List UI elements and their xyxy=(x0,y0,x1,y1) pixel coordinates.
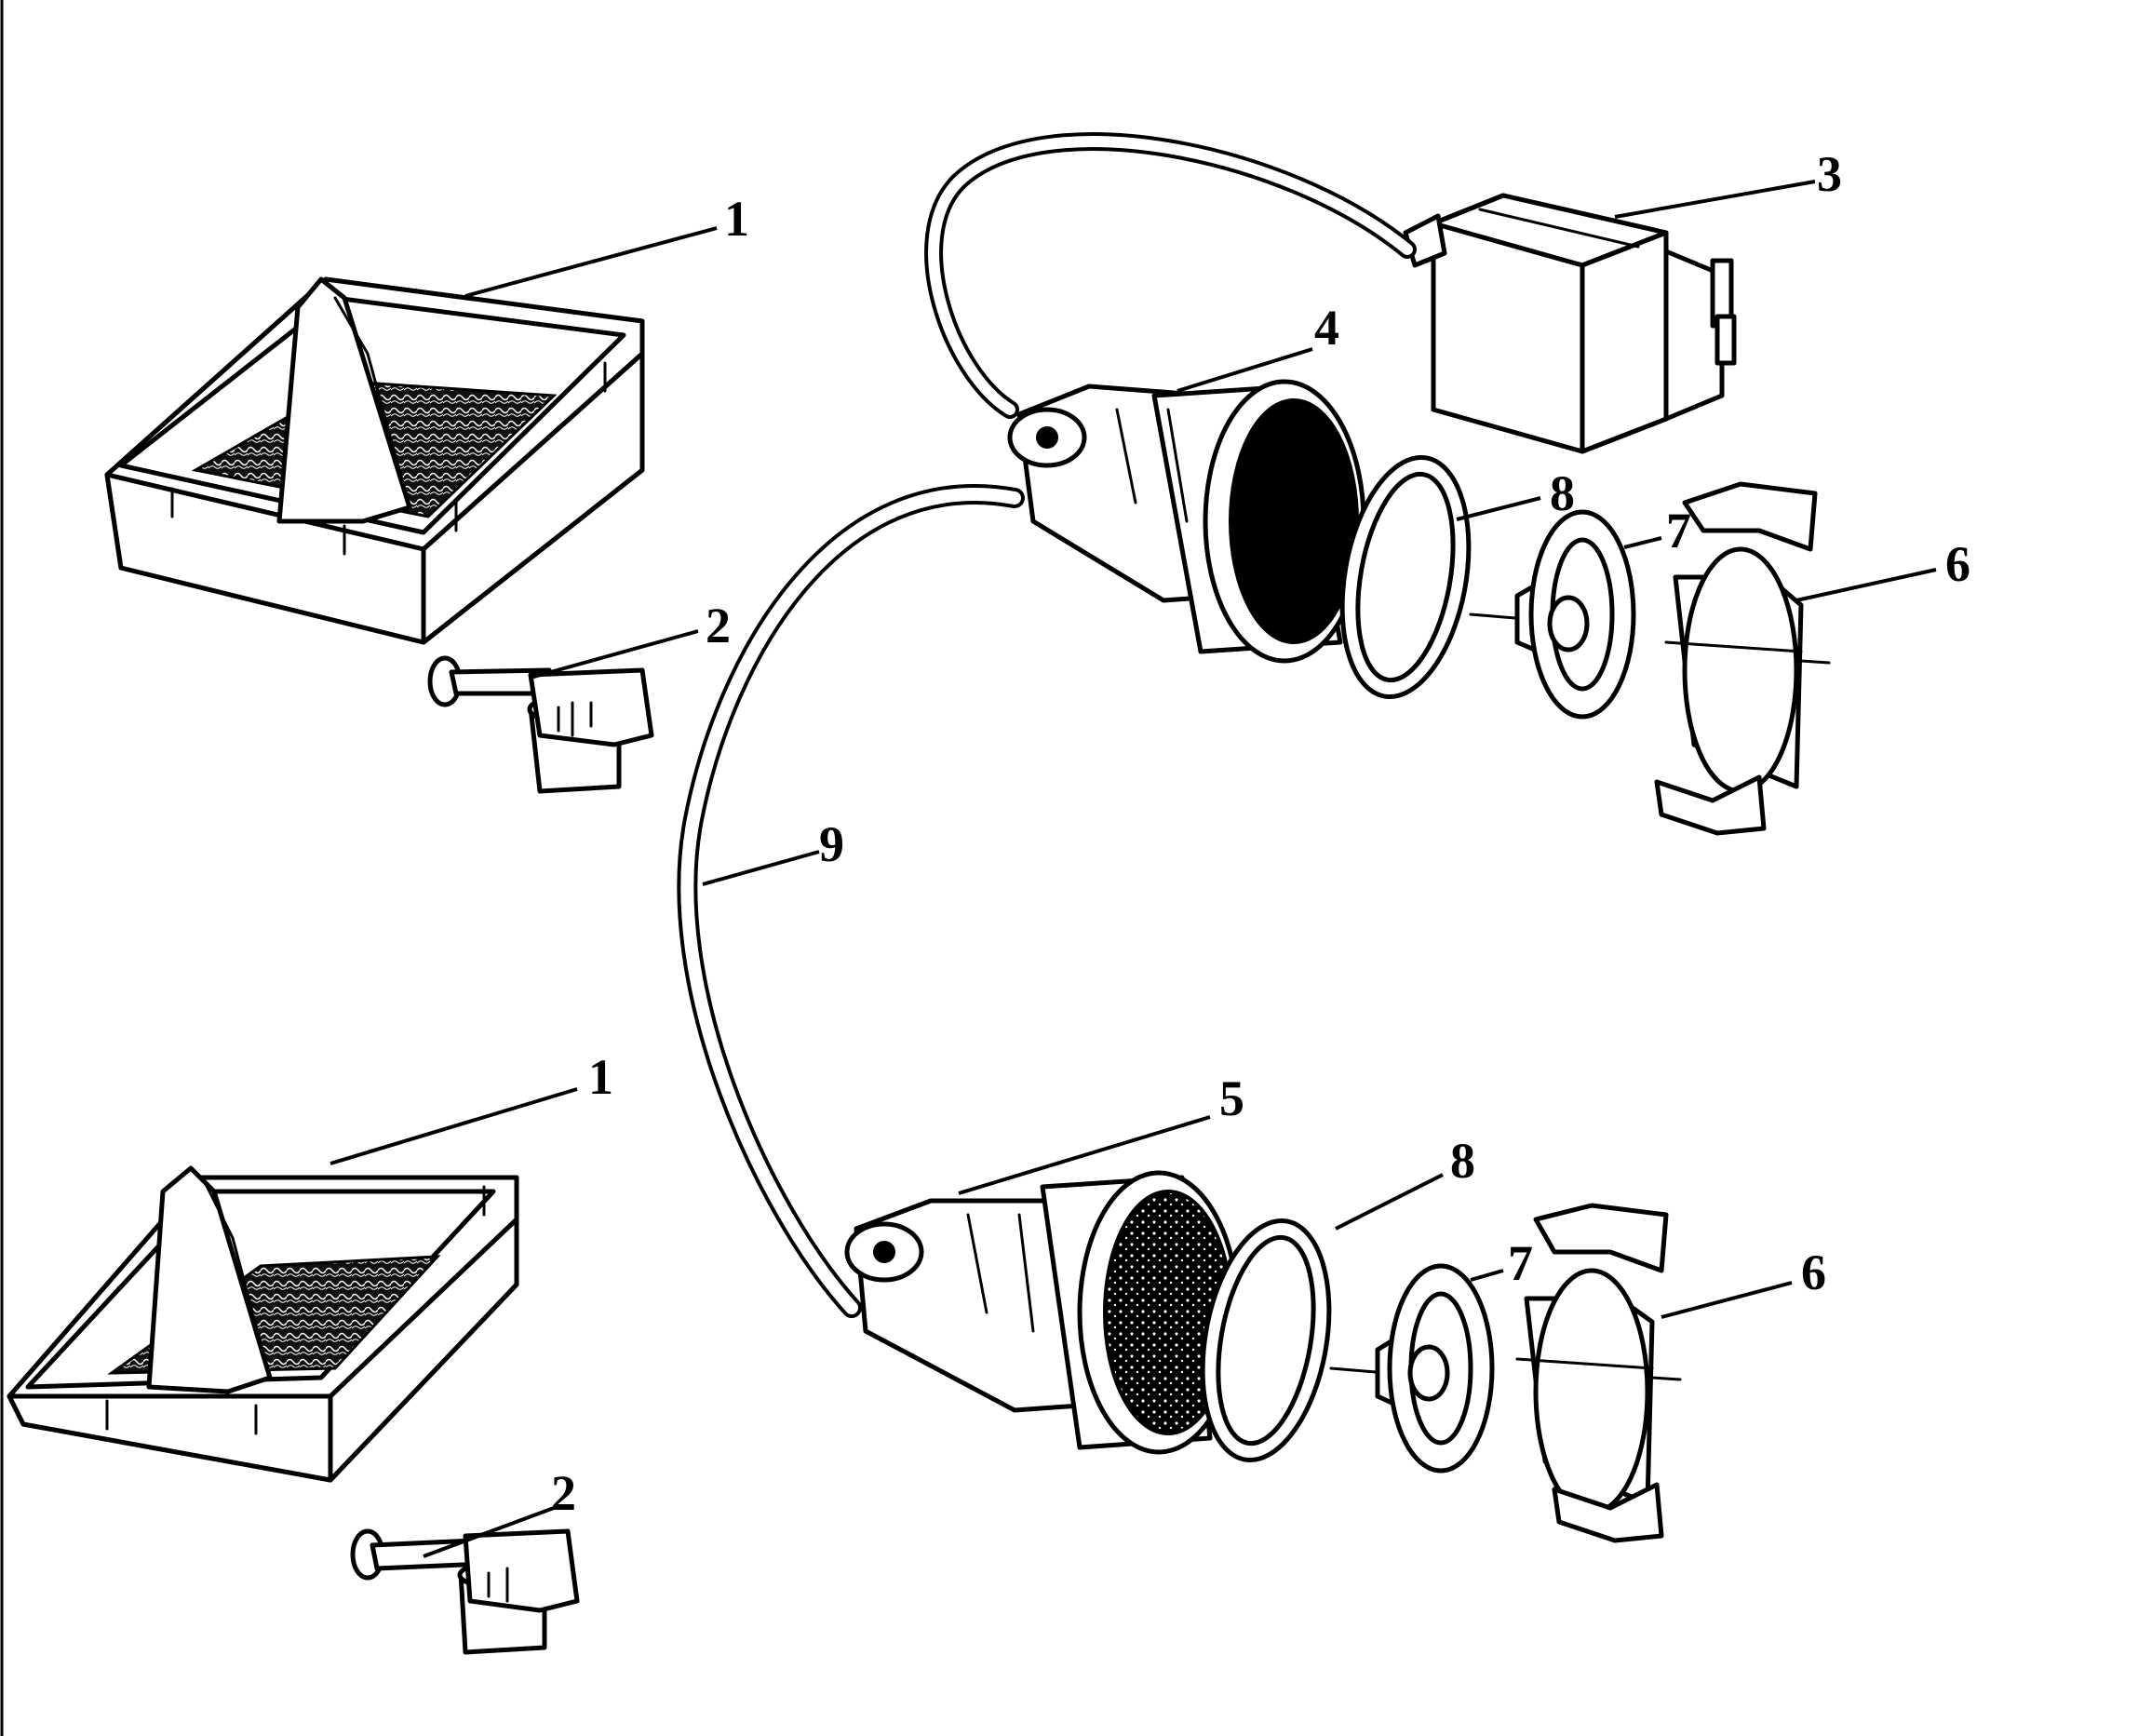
callout-6-top: 6 xyxy=(1945,536,1970,592)
lamp-housing-top xyxy=(1007,379,1366,664)
leader-line-4 xyxy=(1177,347,1313,393)
lamp-housing-bottom xyxy=(844,1170,1241,1455)
callout-4: 4 xyxy=(1314,300,1339,356)
callout-2-bottom: 2 xyxy=(551,1465,576,1521)
lens-ring-bottom xyxy=(1200,1218,1332,1463)
mounting-bracket-bottom xyxy=(1515,1203,1682,1543)
connecting-cable xyxy=(677,483,1025,1318)
callout-5: 5 xyxy=(1219,1070,1244,1126)
leader-line-7-bottom xyxy=(1470,1269,1504,1282)
leader-line-8-bottom xyxy=(1335,1173,1444,1231)
leader-line-1-bottom xyxy=(329,1087,578,1165)
callout-1-top: 1 xyxy=(724,191,749,247)
leader-line-6-bottom xyxy=(1661,1281,1793,1319)
callout-9: 9 xyxy=(819,816,844,872)
callout-1-bottom: 1 xyxy=(588,1049,613,1105)
lens-ring-top xyxy=(1339,454,1472,700)
measuring-scoop-bottom xyxy=(350,1528,580,1655)
leader-line-1-top xyxy=(464,226,718,298)
filter-tray-top xyxy=(104,276,645,645)
callout-3: 3 xyxy=(1817,146,1842,202)
power-adapter xyxy=(1403,193,1737,454)
callout-7-top: 7 xyxy=(1666,503,1691,558)
mounting-bracket-top xyxy=(1654,481,1831,836)
callout-2-top: 2 xyxy=(706,598,731,653)
leader-line-2-bottom xyxy=(423,1506,555,1558)
bulb-holder-top xyxy=(1469,509,1636,720)
leader-line-5 xyxy=(958,1115,1211,1195)
measuring-scoop-top xyxy=(427,655,654,794)
leader-line-3 xyxy=(1614,180,1816,219)
filter-tray-bottom xyxy=(7,1165,519,1483)
adapter-cable xyxy=(924,132,1417,419)
leader-line-6-top xyxy=(1795,568,1937,602)
leader-line-9 xyxy=(702,850,820,886)
callout-8-top: 8 xyxy=(1550,465,1575,521)
callout-6-bottom: 6 xyxy=(1801,1245,1826,1300)
leader-line-8-top xyxy=(1456,496,1541,521)
callout-7-bottom: 7 xyxy=(1508,1235,1533,1291)
leader-line-7-top xyxy=(1623,536,1662,549)
callout-8-bottom: 8 xyxy=(1450,1133,1475,1189)
bulb-holder-bottom xyxy=(1329,1263,1495,1474)
leader-line-2-top xyxy=(530,629,699,680)
